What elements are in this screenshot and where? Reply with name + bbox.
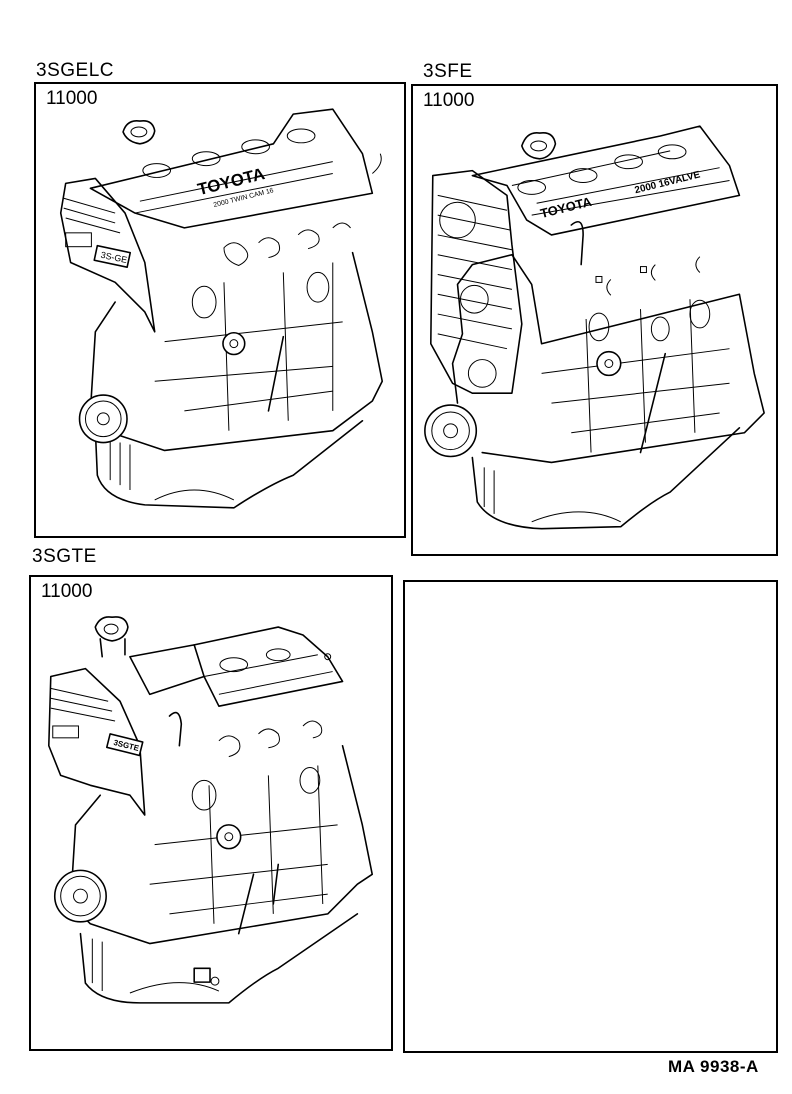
part-number: 11000 (423, 90, 475, 111)
illustration-reference-code: MA 9938-A (668, 1057, 759, 1076)
engine-illustration-3sgelc[interactable]: 3S-GE TOYOTA 2000 TWIN CAM 16 (36, 84, 404, 536)
part-number: 11000 (46, 88, 98, 109)
panel-3sfe[interactable]: 11000 TOYOTA 2000 16VALVE (411, 84, 778, 556)
engine-code-label-3sgte: 3SGTE (32, 546, 97, 567)
panel-empty (403, 580, 778, 1053)
panel-3sgelc[interactable]: 11000 3S-GE TOYOTA 2000 TWIN CAM 16 (34, 82, 406, 538)
part-number: 11000 (41, 581, 93, 602)
engine-code-label-3sfe: 3SFE (423, 61, 473, 82)
panel-3sgte[interactable]: 11000 3SGTE (29, 575, 393, 1051)
valve-cover-subtext: 2000 16VALVE (634, 169, 702, 196)
engine-code-label-3sgelc: 3SGELC (36, 60, 114, 81)
engine-illustration-3sfe[interactable]: TOYOTA 2000 16VALVE (413, 86, 776, 554)
engine-illustration-3sgte[interactable]: 3SGTE (31, 577, 391, 1049)
